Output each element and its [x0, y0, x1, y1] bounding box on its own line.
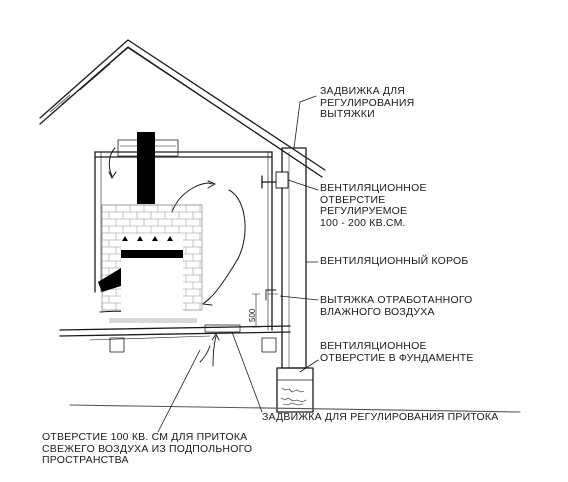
label-supply-damper: ЗАДВИЖКА ДЛЯ РЕГУЛИРОВАНИЯ ПРИТОКА [262, 411, 499, 423]
inlet-arrows [199, 333, 220, 367]
label-exhaust-humid-air: ВЫТЯЖКА ОТРАБОТАННОГО ВЛАЖНОГО ВОЗДУХА [320, 294, 473, 318]
leader-lines [157, 95, 319, 433]
heat-arrows [122, 236, 173, 241]
floor [59, 324, 291, 353]
ceiling [94, 139, 273, 158]
ventilation-duct [261, 147, 307, 369]
ground [69, 404, 521, 413]
stove [98, 250, 197, 323]
dimension-label: 500 [248, 308, 257, 322]
roof [39, 39, 326, 178]
left-wall [94, 151, 102, 293]
label-vent-opening: ВЕНТИЛЯЦИОННОЕ ОТВЕРСТИЕ РЕГУЛИРУЕМОЕ 10… [320, 182, 427, 229]
label-vent-duct: ВЕНТИЛЯЦИОННЫЙ КОРОБ [320, 255, 469, 267]
label-foundation-opening: ВЕНТИЛЯЦИОННОЕ ОТВЕРСТИЕ В ФУНДАМЕНТЕ [320, 340, 474, 364]
label-inlet-opening: ОТВЕРСТИЕ 100 КВ. СМ ДЛЯ ПРИТОКА СВЕЖЕГО… [42, 431, 253, 466]
chimney-pipe [137, 22, 155, 204]
label-exhaust-damper: ЗАДВИЖКА ДЛЯ РЕГУЛИРОВАНИЯ ВЫТЯЖКИ [320, 85, 415, 120]
dimension-line [251, 293, 261, 328]
foundation [276, 367, 314, 413]
